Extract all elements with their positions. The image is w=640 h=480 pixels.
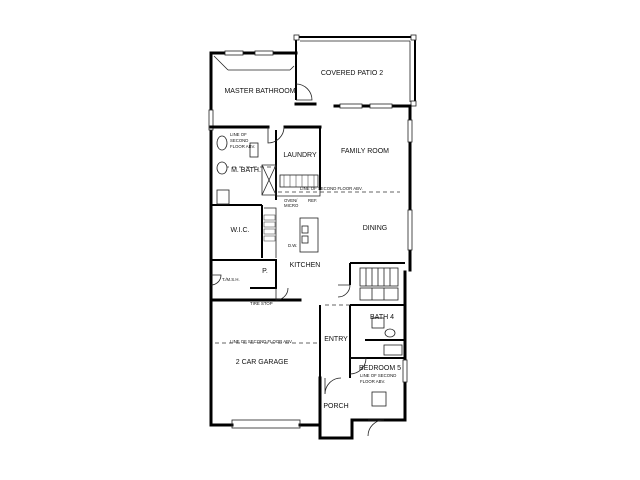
note-bath-line-1: LINE OF	[230, 132, 247, 137]
staircase	[359, 267, 399, 301]
label-m-bath: M. BATH.	[231, 167, 261, 174]
label-covered-patio: COVERED PATIO 2	[321, 70, 383, 77]
note-bed-line-1: LINE OF SECOND	[360, 373, 396, 378]
label-dining: DINING	[363, 225, 388, 232]
label-porch: PORCH	[323, 403, 348, 410]
master-bath-vanity	[213, 55, 295, 71]
note-oven: OVEN/	[284, 198, 298, 203]
note-bath-line-3: FLOOR ABV.	[230, 144, 255, 149]
plan-notes: LINE OF SECOND FLOOR ABV. LINE OF SECOND…	[222, 132, 396, 384]
label-garage: 2 CAR GARAGE	[236, 359, 289, 366]
label-wic: W.I.C.	[230, 227, 249, 234]
second-floor-lines	[215, 166, 400, 344]
label-family-room: FAMILY ROOM	[341, 148, 389, 155]
room-labels: COVERED PATIO 2 MASTER BATHROOM FAMILY R…	[224, 70, 401, 410]
note-tmsh: T./M.S.H.	[222, 277, 240, 282]
note-tire-stop: TIRE STOP	[250, 301, 273, 306]
windows	[208, 50, 413, 383]
note-bath-line-2: SECOND	[230, 138, 248, 143]
label-bath4: BATH 4	[370, 314, 394, 321]
label-kitchen: KITCHEN	[290, 262, 321, 269]
kitchen-counters	[263, 174, 321, 258]
note-ref: REF.	[308, 198, 317, 203]
note-second-floor-garage: LINE OF SECOND FLOOR ABV.	[230, 339, 293, 344]
note-dw: D.W.	[288, 243, 297, 248]
bath-fixtures	[216, 135, 403, 407]
note-micro: MICRO	[284, 203, 299, 208]
label-bedroom5: BEDROOM 5	[359, 365, 401, 372]
note-second-floor-family: LINE OF SECOND FLOOR ABV.	[300, 186, 363, 191]
note-bed-line-2: FLOOR ABV.	[360, 379, 385, 384]
label-master-bathroom: MASTER BATHROOM	[224, 88, 295, 95]
label-pantry: P.	[262, 268, 268, 275]
doors	[210, 83, 385, 437]
label-entry: ENTRY	[324, 336, 348, 343]
label-laundry: LAUNDRY	[283, 152, 317, 159]
